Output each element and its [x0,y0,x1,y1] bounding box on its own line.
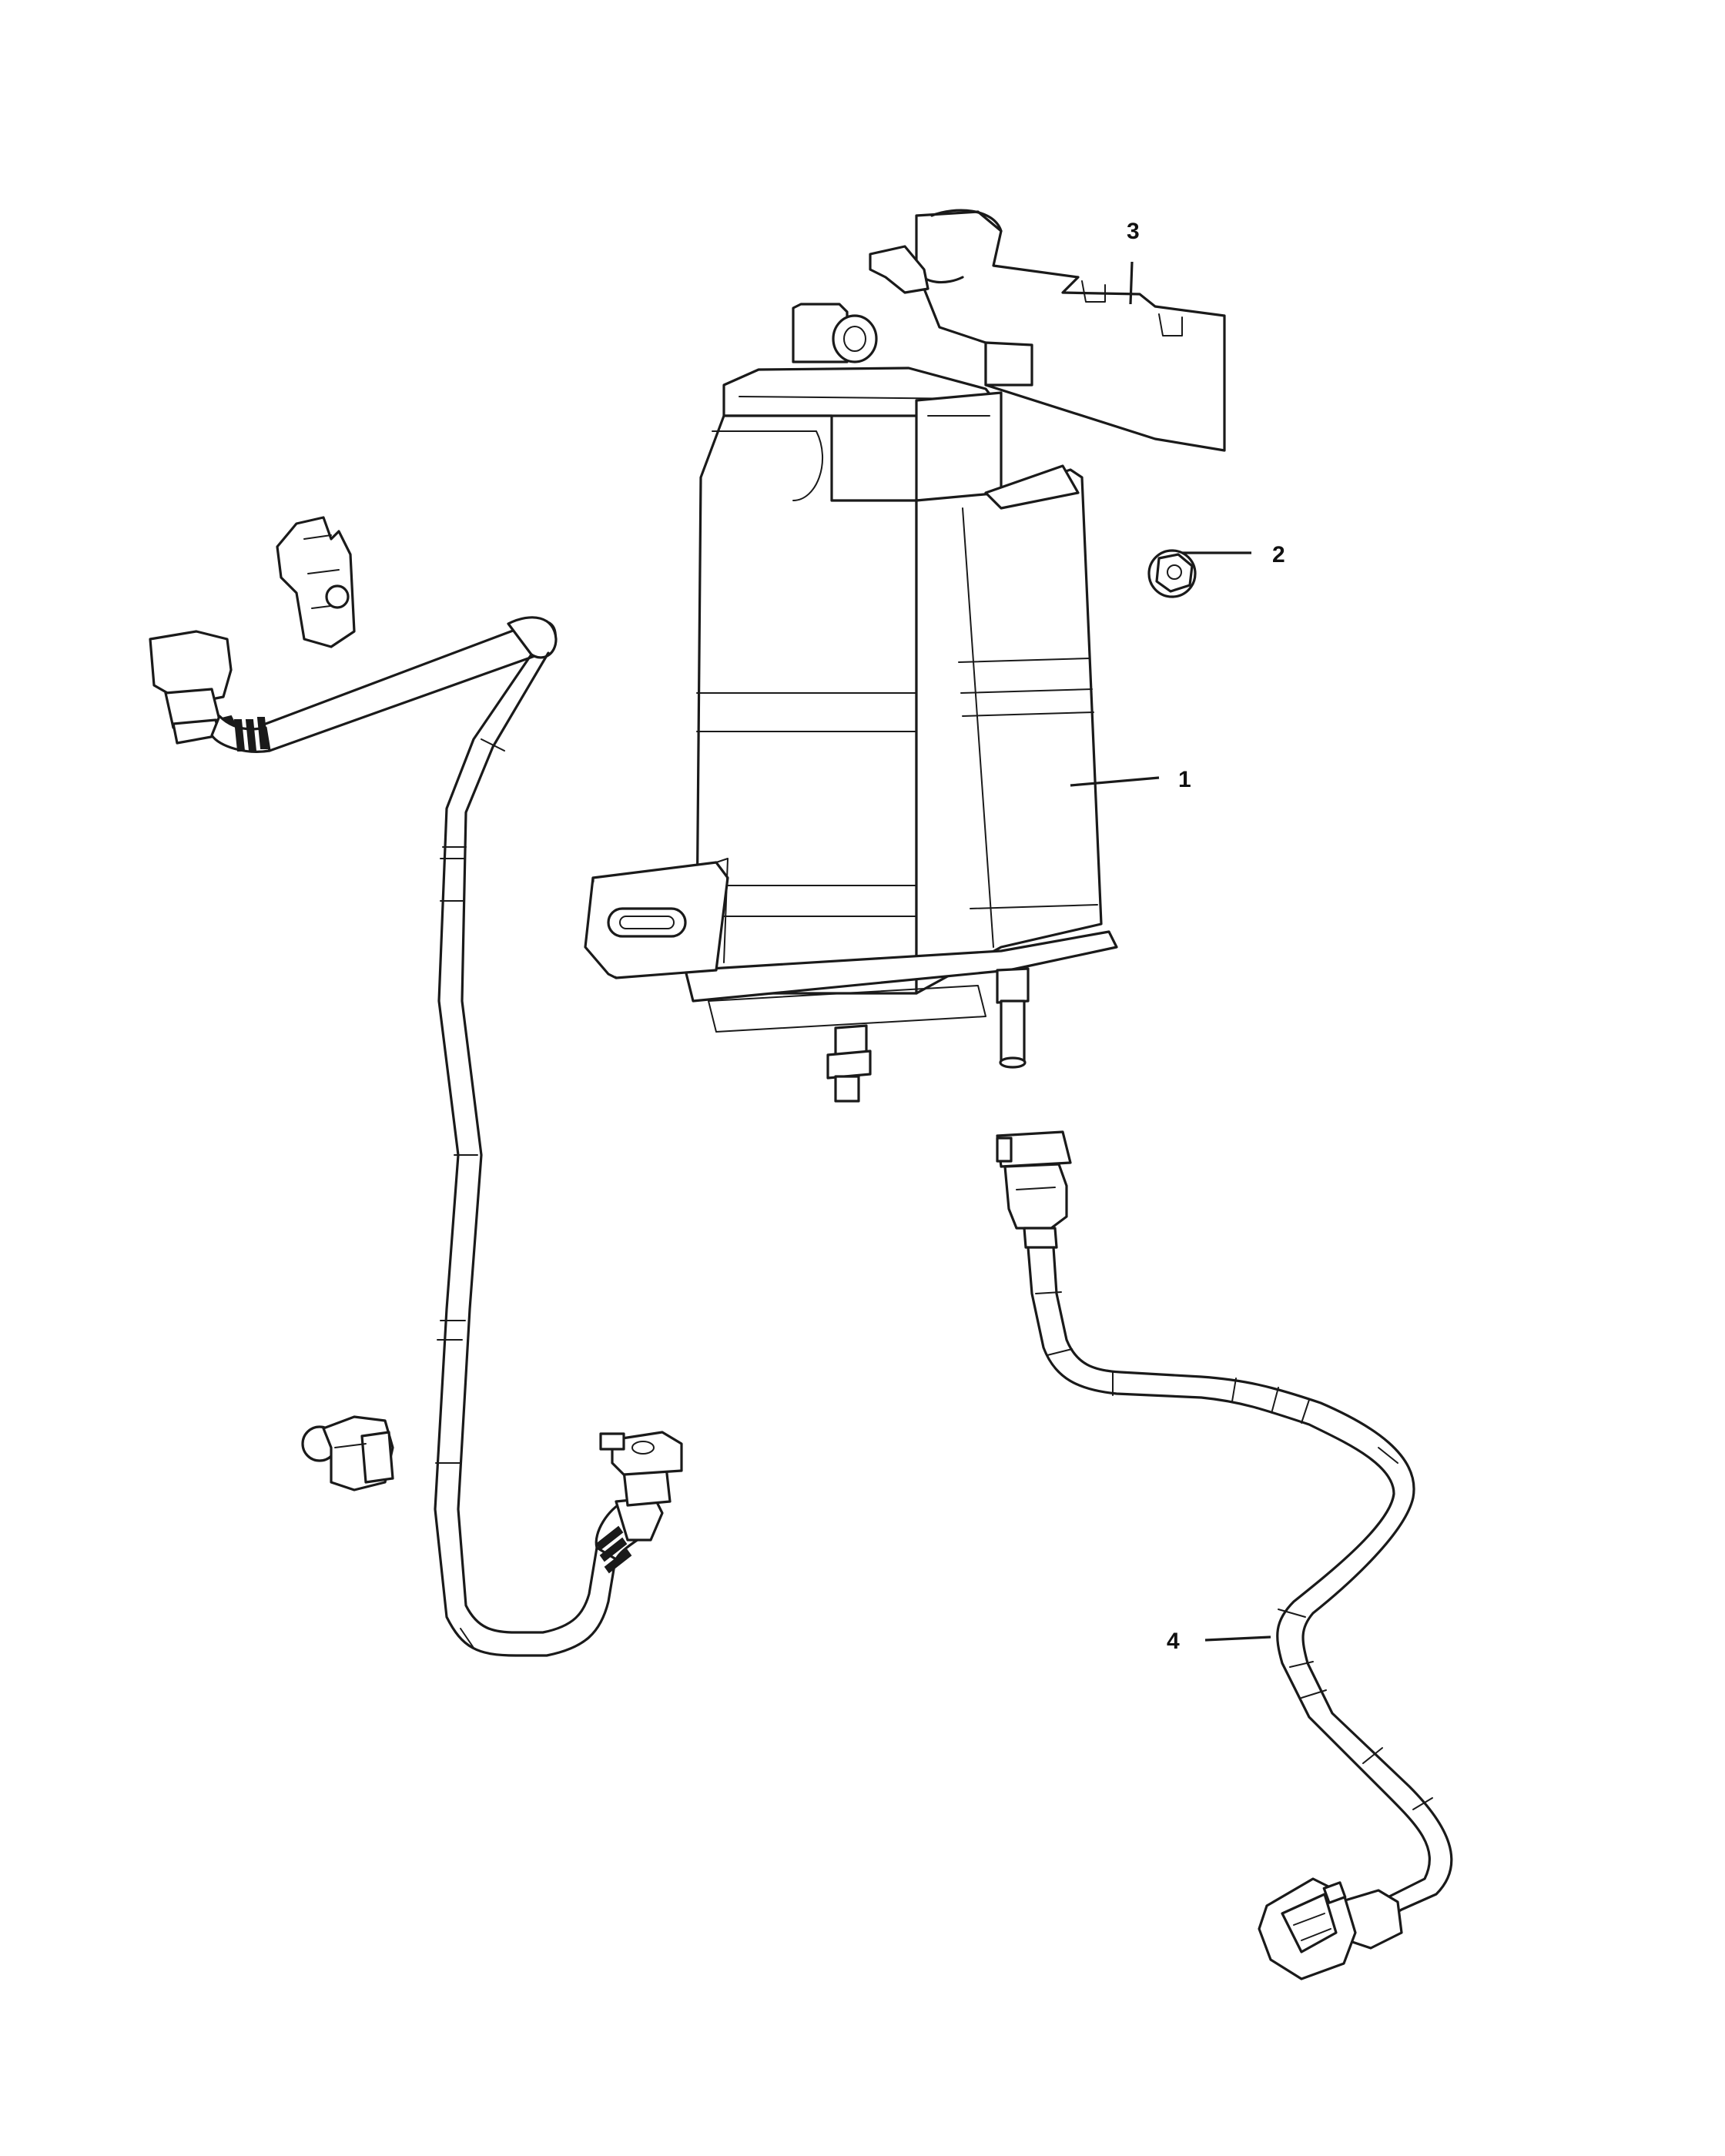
leader-line-4 [1204,1635,1271,1642]
vent-hose-left[interactable] [149,516,683,1657]
callout-label-1: 1 [1178,767,1191,792]
nut-part-2[interactable] [1147,549,1197,598]
callout-label-2: 2 [1272,542,1285,567]
vapor-canister-part-1[interactable] [584,303,1118,1103]
hose-part-4[interactable] [996,1130,1453,1980]
heat-shield-part-3[interactable] [869,209,1226,452]
callout-2: 2 [1182,542,1285,567]
callout-label-3: 3 [1127,219,1140,244]
callout-3: 3 [1127,219,1140,305]
leader-line-1 [1070,776,1160,787]
callout-1: 1 [1070,767,1191,792]
callout-4: 4 [1167,1629,1271,1654]
leader-line-3 [1129,261,1134,305]
callout-label-4: 4 [1167,1629,1180,1654]
